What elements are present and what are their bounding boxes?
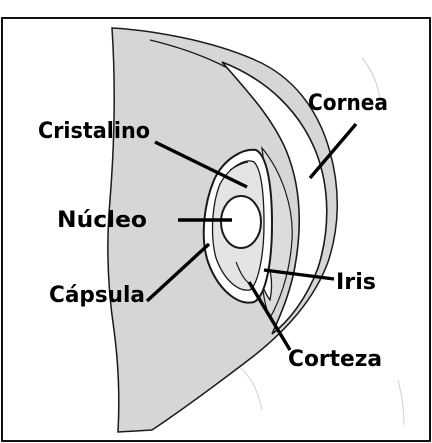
label-cornea: Cornea [308, 91, 388, 116]
label-nucleo: Núcleo [57, 208, 147, 233]
label-corteza: Corteza [288, 347, 382, 372]
label-cristalino: Cristalino [38, 119, 150, 144]
lens-nucleus [221, 196, 261, 248]
label-capsula: Cápsula [49, 283, 145, 308]
label-iris: Iris [336, 270, 376, 295]
